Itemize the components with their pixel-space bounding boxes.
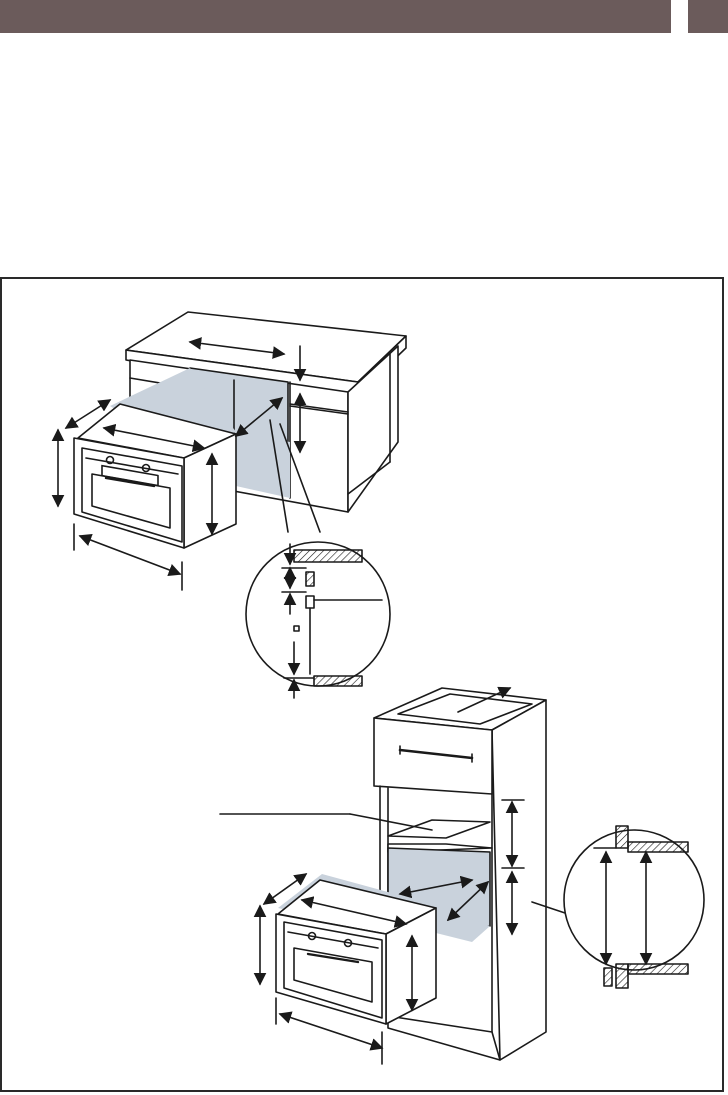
page-header-bar — [0, 0, 671, 33]
tall-cabinet-installation-diagram — [219, 686, 705, 1065]
installation-figure-frame — [0, 277, 724, 1092]
undercounter-installation-diagram — [51, 311, 407, 699]
page-number-tab — [688, 0, 728, 33]
installation-diagrams — [51, 311, 705, 1065]
